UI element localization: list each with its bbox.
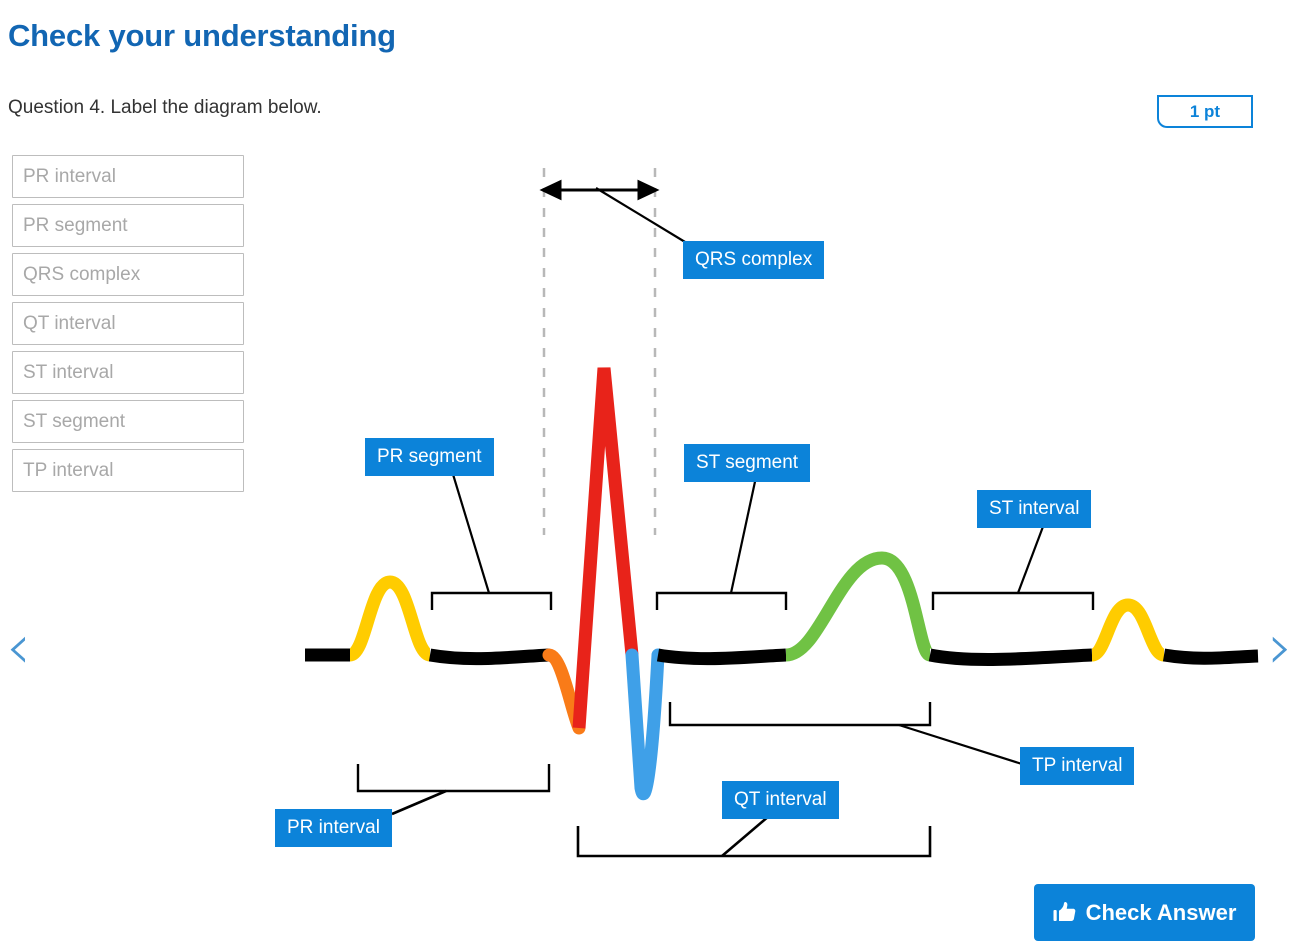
chevron-left-icon[interactable]: ‹ bbox=[6, 610, 31, 683]
bracket-pr-interval bbox=[356, 764, 551, 793]
ecg-p-wave-2 bbox=[1089, 598, 1167, 662]
answer-input-7[interactable] bbox=[12, 449, 244, 492]
answer-input-2[interactable] bbox=[12, 204, 244, 247]
ecg-tp-segment-line bbox=[928, 648, 1093, 666]
leader-qrs-complex bbox=[595, 187, 691, 246]
label-chip-qt-interval[interactable]: QT interval bbox=[722, 781, 839, 819]
ecg-st-segment-line bbox=[656, 648, 787, 666]
leader-tp-interval bbox=[898, 723, 1026, 767]
check-answer-button[interactable]: Check Answer bbox=[1034, 884, 1255, 941]
answer-input-4[interactable] bbox=[12, 302, 244, 345]
label-chip-st-segment[interactable]: ST segment bbox=[684, 444, 811, 482]
page-title: Check your understanding bbox=[8, 18, 396, 53]
bracket-pr-segment bbox=[430, 591, 553, 610]
ecg-diagram: QRS complex PR segment ST segment ST int… bbox=[0, 150, 1295, 870]
thumbs-up-icon bbox=[1053, 901, 1077, 925]
points-badge: 1 pt bbox=[1157, 95, 1253, 128]
leader-pr-segment bbox=[450, 470, 491, 594]
bracket-st-interval bbox=[931, 591, 1095, 610]
bracket-qt-interval bbox=[576, 826, 932, 858]
label-chip-pr-interval[interactable]: PR interval bbox=[275, 809, 392, 847]
qrs-guide-lines bbox=[542, 168, 657, 535]
label-chip-pr-segment[interactable]: PR segment bbox=[365, 438, 494, 476]
bracket-st-segment bbox=[655, 591, 788, 610]
label-chip-qrs-complex[interactable]: QRS complex bbox=[683, 241, 825, 279]
leader-st-segment bbox=[729, 476, 758, 594]
ecg-baseline-end bbox=[1162, 648, 1259, 665]
answer-input-6[interactable] bbox=[12, 400, 244, 443]
ecg-t-wave bbox=[784, 551, 934, 662]
ecg-trace bbox=[305, 367, 1259, 801]
leader-pr-interval bbox=[391, 789, 447, 816]
ecg-r-wave bbox=[572, 367, 639, 729]
answer-input-1[interactable] bbox=[12, 155, 244, 198]
ecg-diagram-svg bbox=[305, 168, 1259, 858]
label-chip-tp-interval[interactable]: TP interval bbox=[1020, 747, 1135, 785]
leader-st-interval bbox=[1016, 523, 1046, 594]
bracket-tp-interval bbox=[668, 702, 932, 727]
chevron-right-icon[interactable]: › bbox=[1268, 610, 1293, 683]
question-prompt: Question 4. Label the diagram below. bbox=[8, 97, 322, 118]
answer-input-5[interactable] bbox=[12, 351, 244, 394]
ecg-pr-segment-line bbox=[428, 648, 550, 666]
answer-input-3[interactable] bbox=[12, 253, 244, 296]
ecg-s-wave bbox=[625, 648, 665, 801]
check-answer-label: Check Answer bbox=[1085, 899, 1237, 925]
answer-input-list bbox=[12, 155, 244, 498]
label-chip-st-interval[interactable]: ST interval bbox=[977, 490, 1092, 528]
ecg-p-wave-1 bbox=[347, 575, 433, 662]
